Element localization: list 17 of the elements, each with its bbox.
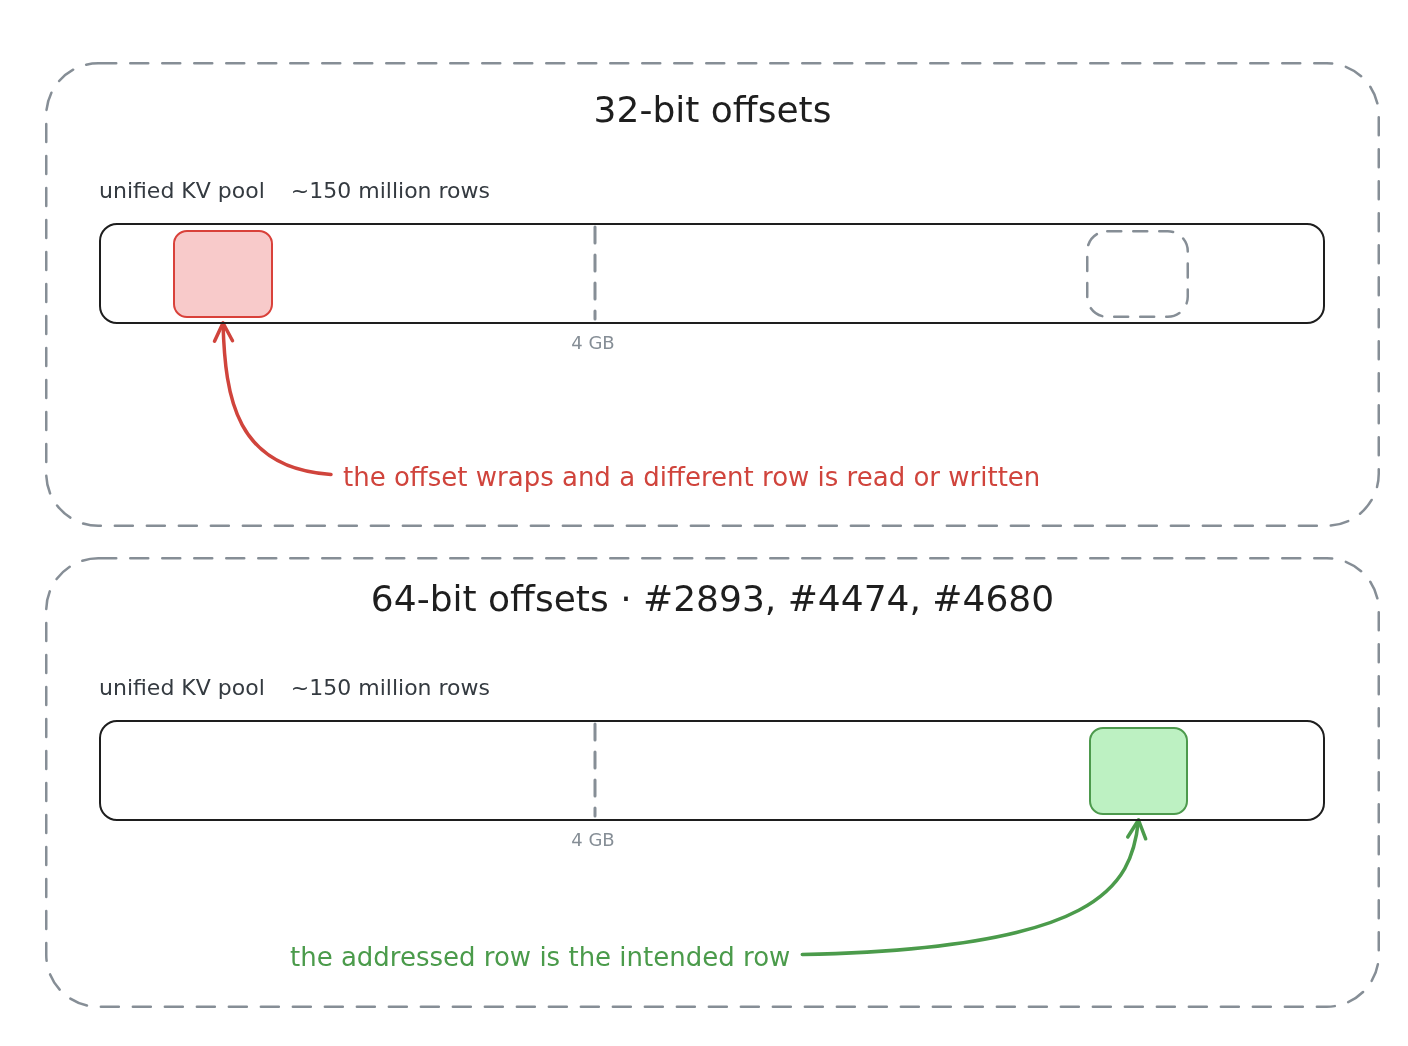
boundary-label: 4 GB <box>571 332 615 354</box>
panel-title: 64-bit offsets · #2893, #4474, #4680 <box>370 577 1055 621</box>
row-block <box>1089 727 1188 815</box>
arrow <box>800 818 1147 957</box>
pool-label: unified KV pool <box>99 675 265 702</box>
row-block <box>173 230 273 318</box>
panel-title: 32-bit offsets <box>593 88 832 132</box>
dashed-panel <box>45 62 1380 527</box>
empty-row-outline <box>1086 230 1189 318</box>
pool-label: unified KV pool <box>99 178 265 205</box>
row-count-label: ~150 million rows <box>290 675 490 702</box>
annotation-text: the offset wraps and a different row is read or written <box>343 462 1041 494</box>
row-count-label: ~150 million rows <box>290 178 490 205</box>
boundary-label: 4 GB <box>571 829 615 851</box>
annotation-text: the addressed row is the intended row <box>290 942 791 974</box>
arrow <box>213 321 333 477</box>
dashed-panel <box>45 557 1380 1008</box>
